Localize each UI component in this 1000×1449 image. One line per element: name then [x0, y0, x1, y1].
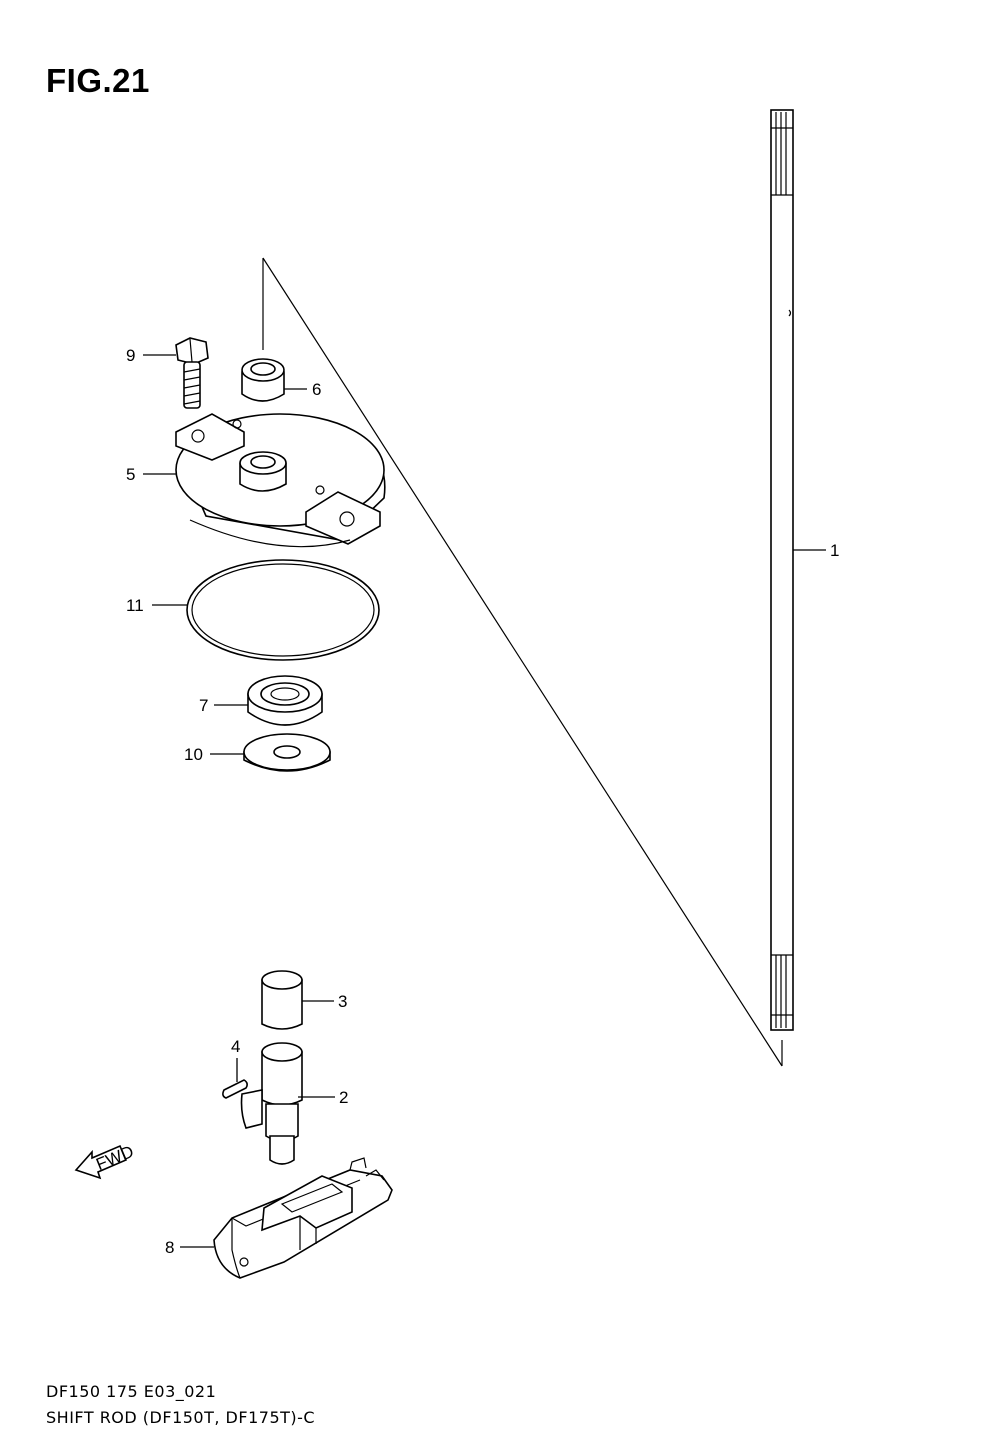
callout-9: 9: [126, 346, 135, 365]
figure-title: FIG.21: [46, 62, 150, 99]
callout-3: 3: [338, 992, 347, 1011]
callout-11: 11: [126, 596, 144, 615]
callout-10: 10: [184, 745, 203, 764]
diagram-code: DF150 175 E03_021: [46, 1382, 217, 1401]
washer-part-10: [243, 733, 331, 772]
callout-7: 7: [199, 696, 208, 715]
diagram-caption: SHIFT ROD (DF150T, DF175T)-C: [46, 1408, 316, 1427]
oil-seal-part-7: [247, 675, 323, 726]
fwd-arrow-label: FWD: [93, 1142, 136, 1174]
callout-4: 4: [231, 1037, 240, 1056]
shift-connector-part-2: [240, 1042, 303, 1165]
assembly-diagonal-line: [262, 257, 783, 1067]
housing-part-5: [175, 413, 386, 548]
callout-5: 5: [126, 465, 135, 484]
shift-slider-part-8: [213, 1157, 393, 1279]
bolt-part-9: [175, 337, 209, 409]
callout-2: 2: [339, 1088, 348, 1107]
callout-1: 1: [830, 541, 839, 560]
shift-rod-part-1: [770, 109, 794, 1031]
fwd-arrow-icon: FWD: [74, 1142, 136, 1180]
bushing-part-6: [241, 358, 285, 402]
callout-6: 6: [312, 380, 321, 399]
o-ring-part-11: [186, 559, 380, 661]
pin-part-4: [222, 1079, 248, 1099]
callout-8: 8: [165, 1238, 174, 1257]
sleeve-part-3: [261, 970, 303, 1030]
